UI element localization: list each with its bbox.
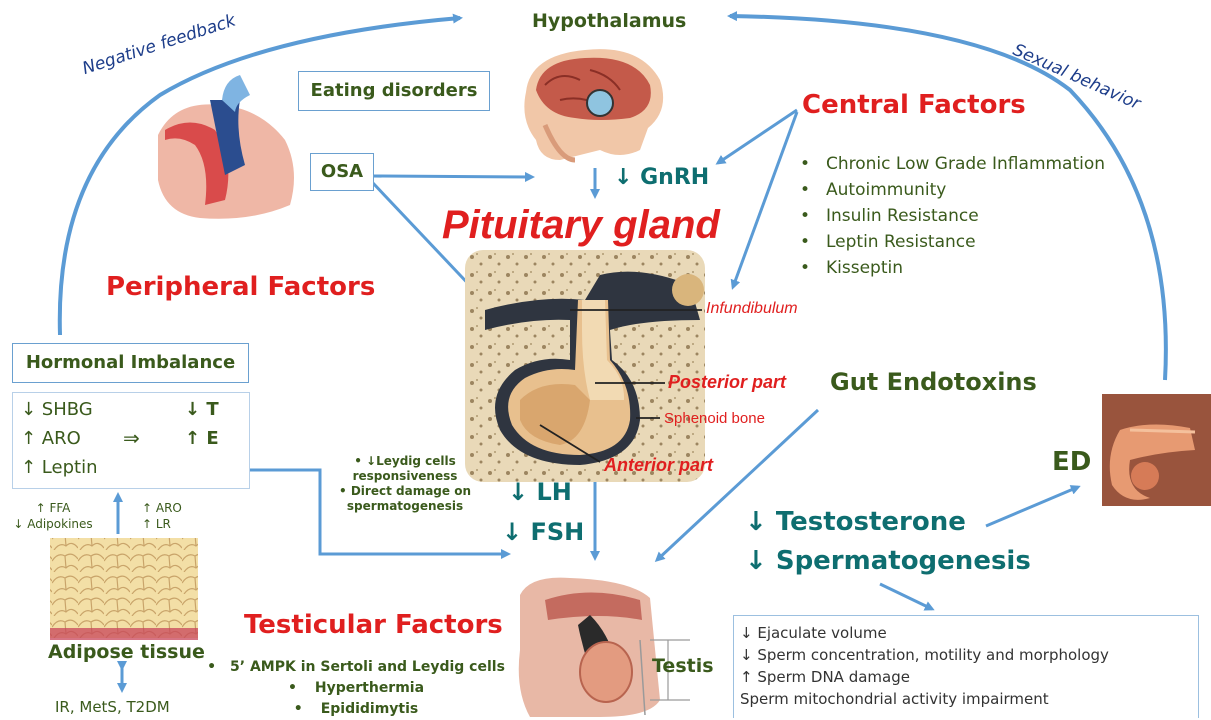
leydig-notes: • ↓Leydig cells responsiveness • Direct … bbox=[330, 454, 480, 514]
brain-illustration bbox=[524, 49, 663, 160]
lh-label: ↓ LH bbox=[508, 478, 572, 506]
eating-disorders-box: Eating disorders bbox=[298, 71, 490, 111]
hormonal-imbalance-box: ↓ SHBG ↓ T ↑ ARO ⇒ ↑ E ↑ Leptin bbox=[12, 392, 250, 489]
effect-item: ↓ Sperm concentration, motility and morp… bbox=[740, 646, 1109, 664]
ffa-notes: ↑ FFA ↓ Adipokines bbox=[8, 500, 98, 532]
anterior-part-label: Anterior part bbox=[604, 455, 713, 476]
hypothalamus-title: Hypothalamus bbox=[532, 10, 686, 32]
hormonal-imbalance-title: Hormonal Imbalance bbox=[12, 343, 249, 383]
testicular-factors-list: •5’ AMPK in Sertoli and Leydig cells •Hy… bbox=[196, 657, 516, 720]
peripheral-factors-title: Peripheral Factors bbox=[106, 272, 375, 302]
central-to-pituitary-arrow bbox=[733, 112, 797, 287]
hormone-left: ↓ SHBG bbox=[21, 399, 93, 420]
ed-label: ED bbox=[1052, 447, 1091, 477]
aro-line: ↑ LR bbox=[142, 516, 182, 532]
effects-box: ↓ Ejaculate volume ↓ Sperm concentration… bbox=[733, 615, 1199, 718]
aro-line: ↑ ARO bbox=[142, 500, 182, 516]
hormone-arrow: ⇒ bbox=[123, 426, 140, 450]
central-factor-item: Kisseptin bbox=[796, 255, 1105, 281]
pituitary-gland-title: Pituitary gland bbox=[442, 203, 720, 248]
spermatogenesis-to-effects-arrow bbox=[880, 584, 932, 609]
testicular-factor-item: •Hyperthermia bbox=[196, 678, 516, 699]
leydig-line: responsiveness bbox=[330, 469, 480, 484]
sphenoid-bone-label: Sphenoid bone bbox=[664, 410, 765, 427]
infundibulum-label: Infundibulum bbox=[706, 300, 798, 318]
pituitary-illustration bbox=[465, 250, 705, 482]
osa-box: OSA bbox=[310, 153, 374, 191]
adipose-subtext: IR, MetS, T2DM bbox=[55, 698, 170, 716]
adipose-tissue-illustration bbox=[50, 538, 198, 640]
hormone-right: ↑ E bbox=[185, 428, 219, 449]
testis-label: Testis bbox=[652, 655, 714, 677]
central-factor-item: Autoimmunity bbox=[796, 177, 1105, 203]
testosterone-to-ed-arrow bbox=[986, 487, 1078, 526]
testis-illustration bbox=[519, 578, 690, 717]
leydig-line: • ↓Leydig cells bbox=[330, 454, 480, 469]
effect-item: ↓ Ejaculate volume bbox=[740, 624, 887, 642]
central-factor-item: Leptin Resistance bbox=[796, 229, 1105, 255]
fsh-label: ↓ FSH bbox=[502, 518, 584, 546]
gut-endotoxins-label: Gut Endotoxins bbox=[830, 368, 1037, 396]
effect-item: Sperm mitochondrial activity impairment bbox=[740, 690, 1049, 708]
ffa-line: ↓ Adipokines bbox=[8, 516, 98, 532]
ed-illustration bbox=[1102, 394, 1211, 506]
central-factors-list: Chronic Low Grade Inflammation Autoimmun… bbox=[796, 151, 1105, 281]
hormone-left: ↑ Leptin bbox=[21, 457, 97, 478]
ffa-line: ↑ FFA bbox=[8, 500, 98, 516]
central-factor-item: Insulin Resistance bbox=[796, 203, 1105, 229]
hormone-right: ↓ T bbox=[185, 399, 219, 420]
leydig-line: spermatogenesis bbox=[330, 499, 480, 514]
testicular-factors-title: Testicular Factors bbox=[244, 610, 503, 640]
central-factors-title: Central Factors bbox=[802, 90, 1026, 120]
testicular-factor-item: •5’ AMPK in Sertoli and Leydig cells bbox=[196, 657, 516, 678]
central-factor-item: Chronic Low Grade Inflammation bbox=[796, 151, 1105, 177]
spermatogenesis-label: ↓ Spermatogenesis bbox=[745, 546, 1031, 576]
aro-lr-notes: ↑ ARO ↑ LR bbox=[142, 500, 182, 532]
hormone-left: ↑ ARO bbox=[21, 428, 81, 449]
sleep-apnea-illustration bbox=[158, 75, 294, 219]
osa-to-gnrh-arrow bbox=[372, 176, 532, 177]
effect-item: ↑ Sperm DNA damage bbox=[740, 668, 910, 686]
gnrh-label: ↓ GnRH bbox=[614, 165, 709, 190]
adipose-tissue-label: Adipose tissue bbox=[48, 641, 205, 663]
posterior-part-label: Posterior part bbox=[668, 372, 786, 393]
leydig-line: • Direct damage on bbox=[330, 484, 480, 499]
testosterone-label: ↓ Testosterone bbox=[745, 507, 966, 537]
central-to-gnrh-arrow bbox=[718, 110, 797, 163]
